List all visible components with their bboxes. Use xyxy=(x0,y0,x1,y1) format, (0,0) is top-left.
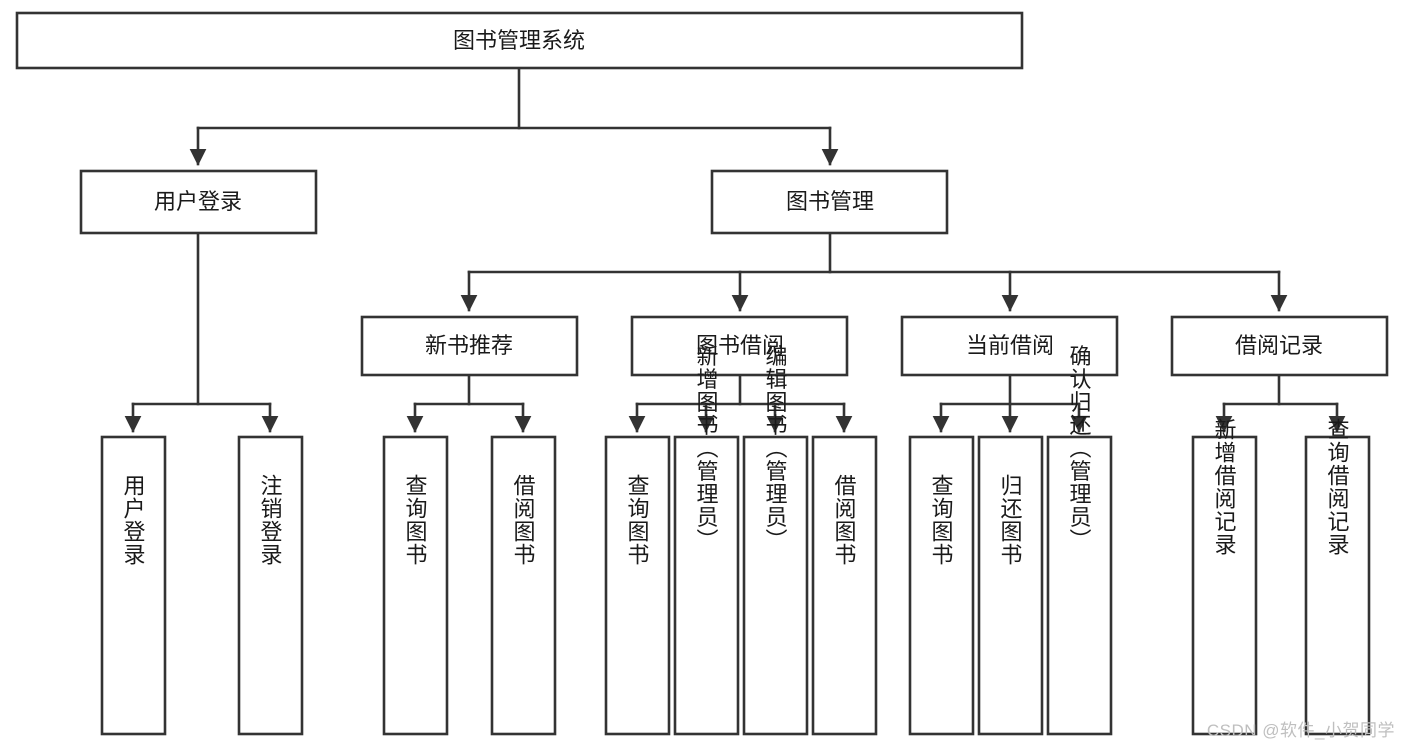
node-book-manage-box[interactable] xyxy=(710,169,949,235)
node-leaf-user-login-box[interactable] xyxy=(100,435,167,736)
node-leaf-logout-login-box[interactable] xyxy=(237,435,304,736)
node-new-book-recommend-label: 新书推荐 xyxy=(425,333,513,358)
node-leaf-query-book-3[interactable]: 查询图书 xyxy=(908,435,975,736)
edges-current-borrow-to-leaves xyxy=(932,374,1088,433)
node-leaf-edit-book-label: 编辑图书（管理员） xyxy=(763,345,788,552)
node-leaf-confirm-return-label: 确认归还（管理员） xyxy=(1067,345,1092,552)
node-leaf-query-book-3-box[interactable] xyxy=(908,435,975,736)
node-leaf-edit-book[interactable]: 编辑图书（管理员） xyxy=(742,345,809,736)
edges-root-to-level2 xyxy=(189,66,839,166)
node-new-book-recommend[interactable]: 新书推荐 xyxy=(360,315,579,377)
edges-borrow-record-to-leaves xyxy=(1215,374,1346,433)
node-leaf-query-book-1-box[interactable] xyxy=(382,435,449,736)
node-root-box[interactable] xyxy=(15,11,1024,70)
edges-new-book-recommend-to-leaves xyxy=(406,374,532,433)
node-leaf-query-book-1[interactable]: 查询图书 xyxy=(382,435,449,736)
edges-book-manage-to-level3 xyxy=(460,231,1288,312)
node-leaf-return-book-label: 归还图书 xyxy=(998,474,1023,566)
node-leaf-borrow-book-2-label: 借阅图书 xyxy=(832,474,857,566)
node-leaf-add-record-box[interactable] xyxy=(1191,435,1258,736)
edges-user-login-to-leaves xyxy=(124,231,279,433)
node-new-book-recommend-box[interactable] xyxy=(360,315,579,377)
node-user-login-box[interactable] xyxy=(79,169,318,235)
node-leaf-borrow-book-2-box[interactable] xyxy=(811,435,878,736)
node-borrow-record[interactable]: 借阅记录 xyxy=(1170,315,1389,377)
node-leaf-borrow-book-1-box[interactable] xyxy=(490,435,557,736)
node-leaf-logout-login[interactable]: 注销登录 xyxy=(237,435,304,736)
node-current-borrow[interactable]: 当前借阅 xyxy=(900,315,1119,377)
node-leaf-borrow-book-1[interactable]: 借阅图书 xyxy=(490,435,557,736)
node-current-borrow-box[interactable] xyxy=(900,315,1119,377)
node-leaf-query-book-1-label: 查询图书 xyxy=(403,474,428,566)
node-leaf-user-login-label: 用户登录 xyxy=(121,474,146,566)
node-current-borrow-label: 当前借阅 xyxy=(966,333,1054,358)
node-leaf-query-record[interactable]: 查询借阅记录 xyxy=(1304,418,1371,736)
node-leaf-query-book-2[interactable]: 查询图书 xyxy=(604,435,671,736)
node-leaf-query-book-2-label: 查询图书 xyxy=(625,474,650,566)
node-leaf-borrow-book-1-label: 借阅图书 xyxy=(511,474,536,566)
edges-book-borrow-to-leaves xyxy=(628,374,853,433)
node-leaf-add-record[interactable]: 新增借阅记录 xyxy=(1191,418,1258,736)
node-leaf-return-book-box[interactable] xyxy=(977,435,1044,736)
node-leaf-add-book[interactable]: 新增图书（管理员） xyxy=(673,345,740,736)
node-book-borrow-label: 图书借阅 xyxy=(696,333,784,358)
node-user-login[interactable]: 用户登录 xyxy=(79,169,318,235)
node-leaf-user-login[interactable]: 用户登录 xyxy=(100,435,167,736)
node-leaf-confirm-return-box[interactable] xyxy=(1046,435,1113,736)
node-book-borrow[interactable]: 图书借阅 xyxy=(630,315,849,377)
node-book-borrow-box[interactable] xyxy=(630,315,849,377)
node-book-manage-label: 图书管理 xyxy=(786,189,874,214)
node-leaf-query-book-2-box[interactable] xyxy=(604,435,671,736)
node-leaf-borrow-book-2[interactable]: 借阅图书 xyxy=(811,435,878,736)
node-leaf-logout-login-label: 注销登录 xyxy=(258,474,283,566)
node-root-label: 图书管理系统 xyxy=(453,28,585,53)
node-leaf-query-record-box[interactable] xyxy=(1304,435,1371,736)
node-leaf-return-book[interactable]: 归还图书 xyxy=(977,435,1044,736)
node-root[interactable]: 图书管理系统 xyxy=(15,11,1024,70)
node-leaf-add-record-label: 新增借阅记录 xyxy=(1212,418,1237,556)
node-leaf-add-book-label: 新增图书（管理员） xyxy=(694,345,719,552)
node-borrow-record-label: 借阅记录 xyxy=(1235,333,1323,358)
node-leaf-query-record-label: 查询借阅记录 xyxy=(1325,418,1350,556)
node-leaf-query-book-3-label: 查询图书 xyxy=(929,474,954,566)
node-leaf-edit-book-box[interactable] xyxy=(742,435,809,736)
node-borrow-record-box[interactable] xyxy=(1170,315,1389,377)
node-book-manage[interactable]: 图书管理 xyxy=(710,169,949,235)
node-user-login-label: 用户登录 xyxy=(154,189,242,214)
node-leaf-confirm-return[interactable]: 确认归还（管理员） xyxy=(1046,345,1113,736)
node-leaf-add-book-box[interactable] xyxy=(673,435,740,736)
